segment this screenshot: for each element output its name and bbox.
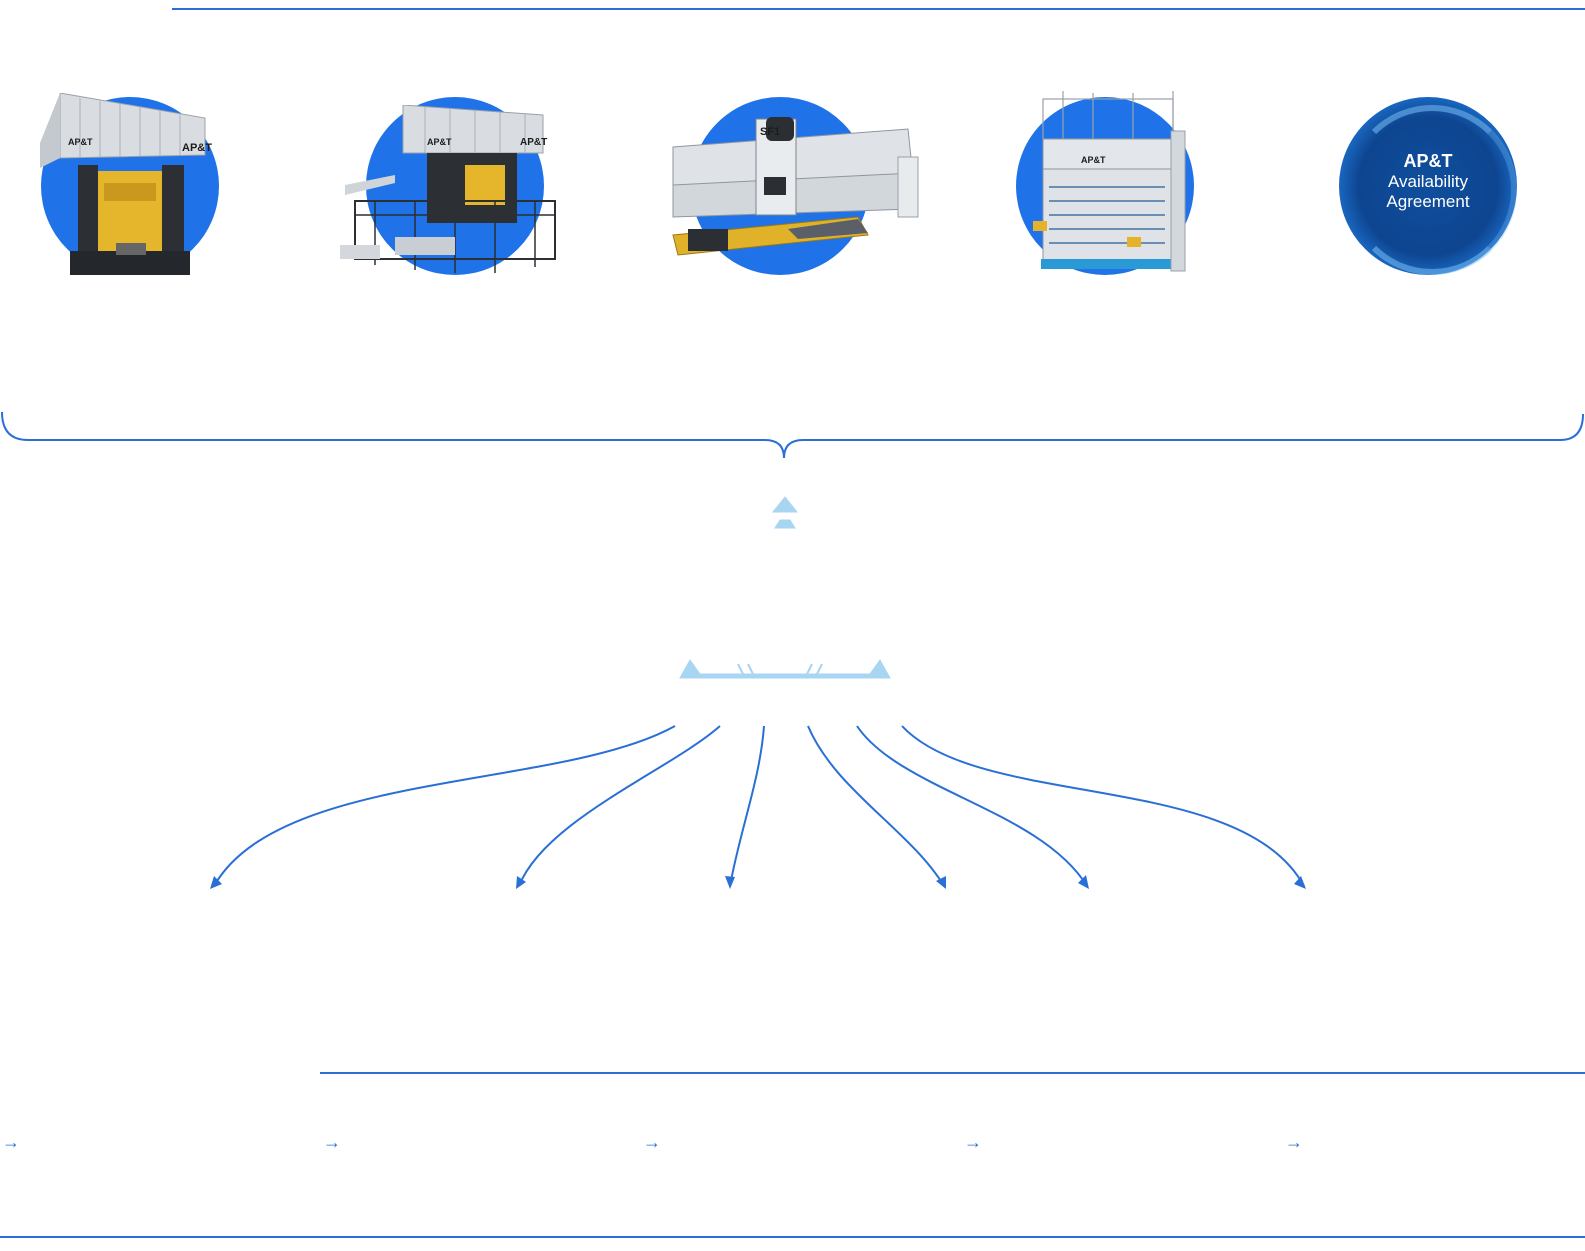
arrow-right-icon: → [323, 1132, 341, 1152]
svg-text:SF1: SF1 [760, 126, 780, 138]
cycle-ring-icon [1347, 105, 1517, 275]
feature-item[interactable]: → [643, 1132, 667, 1153]
flow-arrows [213, 725, 1305, 887]
furnace-icon: AP&T [1033, 91, 1186, 272]
top-divider [172, 8, 1585, 10]
arrow-right-icon: → [2, 1132, 20, 1152]
svg-text:AP&T: AP&T [1081, 155, 1106, 165]
badge-text: AP&T [182, 142, 212, 154]
bottom-divider [0, 1236, 1585, 1238]
features-divider [320, 1072, 1585, 1074]
feature-item[interactable]: → [964, 1132, 988, 1153]
center-logo-icon [679, 496, 891, 679]
press-machine-icon: AP&T AP&T [40, 93, 212, 275]
feature-item[interactable]: → [1285, 1132, 1309, 1153]
svg-text:AP&T: AP&T [427, 137, 452, 147]
arrow-right-icon: → [964, 1132, 982, 1152]
servo-feeder-icon: SF1 [672, 117, 919, 256]
arrow-right-icon: → [1285, 1132, 1303, 1152]
svg-text:AP&T: AP&T [520, 137, 547, 148]
availability-badge: AP&T Availability Agreement [1339, 97, 1517, 275]
arrow-right-icon: → [643, 1132, 661, 1152]
svg-text:AP&T: AP&T [68, 137, 93, 147]
feature-item[interactable]: → [2, 1132, 26, 1153]
feature-item[interactable]: → [323, 1132, 347, 1153]
press-line-icon: AP&T AP&T [340, 105, 556, 273]
